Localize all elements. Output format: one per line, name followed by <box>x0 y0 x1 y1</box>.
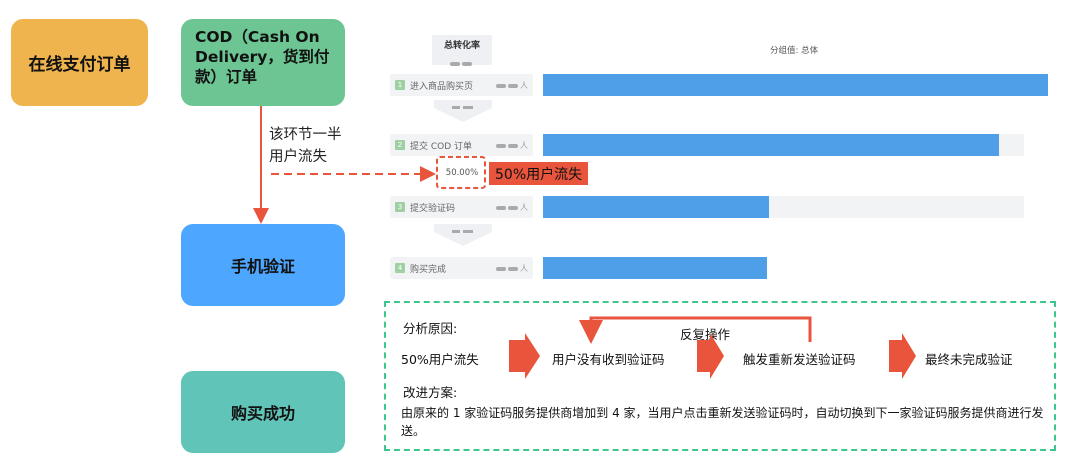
funnel-chevron-1 <box>434 100 492 122</box>
funnel-step-label-4: 4 购买完成 人 <box>390 257 533 279</box>
funnel-step-label-2: 2 提交 COD 订单 人 <box>390 134 533 156</box>
side-note: 该环节一半 用户流失 <box>269 124 342 168</box>
funnel-step-count-suffix: 人 <box>520 264 529 273</box>
flow-arrow-3 <box>889 333 916 379</box>
side-note-line2: 用户流失 <box>269 149 327 165</box>
funnel-step-name: 提交 COD 订单 <box>410 141 473 152</box>
funnel-step-count: 人 <box>496 202 529 213</box>
funnel-step-count: 人 <box>496 263 529 274</box>
analysis-frame <box>384 301 1056 451</box>
funnel-title: 总转化率 <box>443 41 480 51</box>
side-note-line1: 该环节一半 <box>269 127 342 143</box>
cod-order-box: COD（Cash On Delivery，货到付款）订单 <box>181 19 345 106</box>
funnel-step-count: 人 <box>496 80 529 91</box>
funnel-step-name: 提交验证码 <box>410 203 456 214</box>
funnel-bar-fill-4 <box>543 257 767 279</box>
funnel-step-count-suffix: 人 <box>520 203 529 212</box>
flow-step-4: 最终未完成验证 <box>925 352 1013 367</box>
funnel-bar-track-3 <box>543 196 1024 218</box>
funnel-step-index: 1 <box>395 80 405 90</box>
funnel-step-count-suffix: 人 <box>520 141 529 150</box>
loss-badge: 50%用户流失 <box>489 162 589 185</box>
retry-loop-arrow <box>579 316 812 344</box>
purchase-success-box: 购买成功 <box>181 371 345 453</box>
funnel-bar-track-2 <box>543 134 1024 156</box>
online-payment-order-box: 在线支付订单 <box>11 19 148 106</box>
plan-text: 由原来的 1 家验证码服务提供商增加到 4 家，当用户点击重新发送验证码时，自动… <box>401 406 1044 438</box>
group-label: 分组值: 总体 <box>770 46 819 56</box>
funnel-bar-track-1 <box>543 74 1048 96</box>
blurred-total <box>432 53 492 72</box>
plan-title: 改进方案: <box>403 385 458 400</box>
flow-step-2: 用户没有收到验证码 <box>552 352 665 367</box>
flow-arrow-2 <box>697 333 724 379</box>
funnel-bar-fill-1 <box>543 74 1048 96</box>
conversion-rate-chip: 50.00% <box>445 168 479 178</box>
flow-step-1: 50%用户流失 <box>401 352 479 367</box>
rate-highlight-frame <box>436 156 486 189</box>
reason-title: 分析原因: <box>403 321 458 336</box>
funnel-step-count: 人 <box>496 140 529 151</box>
funnel-step-index: 2 <box>395 140 405 150</box>
funnel-step-name: 进入商品购买页 <box>410 81 474 92</box>
funnel-step-index: 4 <box>395 263 405 273</box>
funnel-chevron-3 <box>434 224 492 246</box>
funnel-step-index: 3 <box>395 202 405 212</box>
funnel-title-chip: 总转化率 <box>432 35 492 66</box>
funnel-bar-fill-3 <box>543 196 769 218</box>
phone-verification-box: 手机验证 <box>181 224 345 306</box>
flow-arrow-1 <box>509 333 540 379</box>
funnel-step-name: 购买完成 <box>410 264 447 275</box>
flow-step-3: 触发重新发送验证码 <box>743 352 856 367</box>
funnel-bar-track-4 <box>543 257 767 279</box>
loop-label: 反复操作 <box>680 327 731 342</box>
funnel-step-label-3: 3 提交验证码 人 <box>390 196 533 218</box>
funnel-step-count-suffix: 人 <box>520 81 529 90</box>
funnel-bar-fill-2 <box>543 134 999 156</box>
funnel-step-label-1: 1 进入商品购买页 人 <box>390 74 533 96</box>
